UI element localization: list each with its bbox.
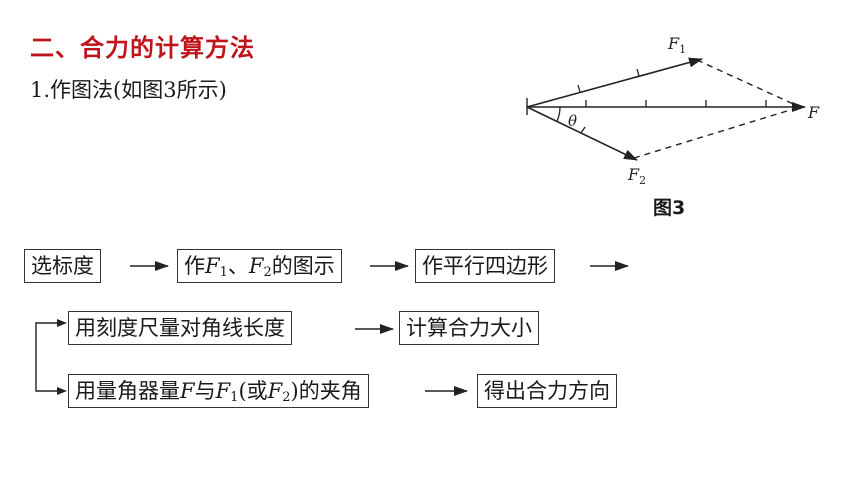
step-resultant-direction: 得出合力方向	[477, 374, 617, 408]
theta-label: θ	[568, 112, 577, 130]
branch-arrow-head-top	[57, 319, 67, 327]
theta-arc	[556, 106, 561, 122]
f1-scale-ticks	[577, 68, 640, 93]
f1-label: F1	[667, 34, 686, 56]
section-heading: 二、合力的计算方法	[30, 34, 255, 62]
method-subheading: 1.作图法(如图3所示)	[30, 78, 227, 102]
dashed-side-1	[696, 59, 801, 108]
step-choose-scale: 选标度	[24, 249, 101, 283]
f-label: F	[807, 103, 820, 122]
step-compute-magnitude: 计算合力大小	[399, 311, 539, 345]
branch-connector	[35, 322, 62, 392]
step-measure-angle: 用量角器量F与F1(或F2)的夹角	[68, 374, 369, 408]
f-scale-ticks	[585, 100, 767, 107]
step-draw-forces: 作F1、F2的图示	[177, 249, 342, 283]
figure-caption: 图3	[653, 197, 686, 219]
f2-label: F2	[627, 165, 646, 187]
dashed-side-2	[633, 106, 801, 159]
f2-vector	[526, 106, 638, 161]
branch-arrow-head-bottom	[57, 387, 67, 395]
step-measure-diagonal: 用刻度尺量对角线长度	[68, 311, 292, 345]
f2-scale-ticks	[580, 126, 586, 134]
step-draw-parallelogram: 作平行四边形	[415, 249, 555, 283]
f1-vector	[526, 57, 703, 108]
